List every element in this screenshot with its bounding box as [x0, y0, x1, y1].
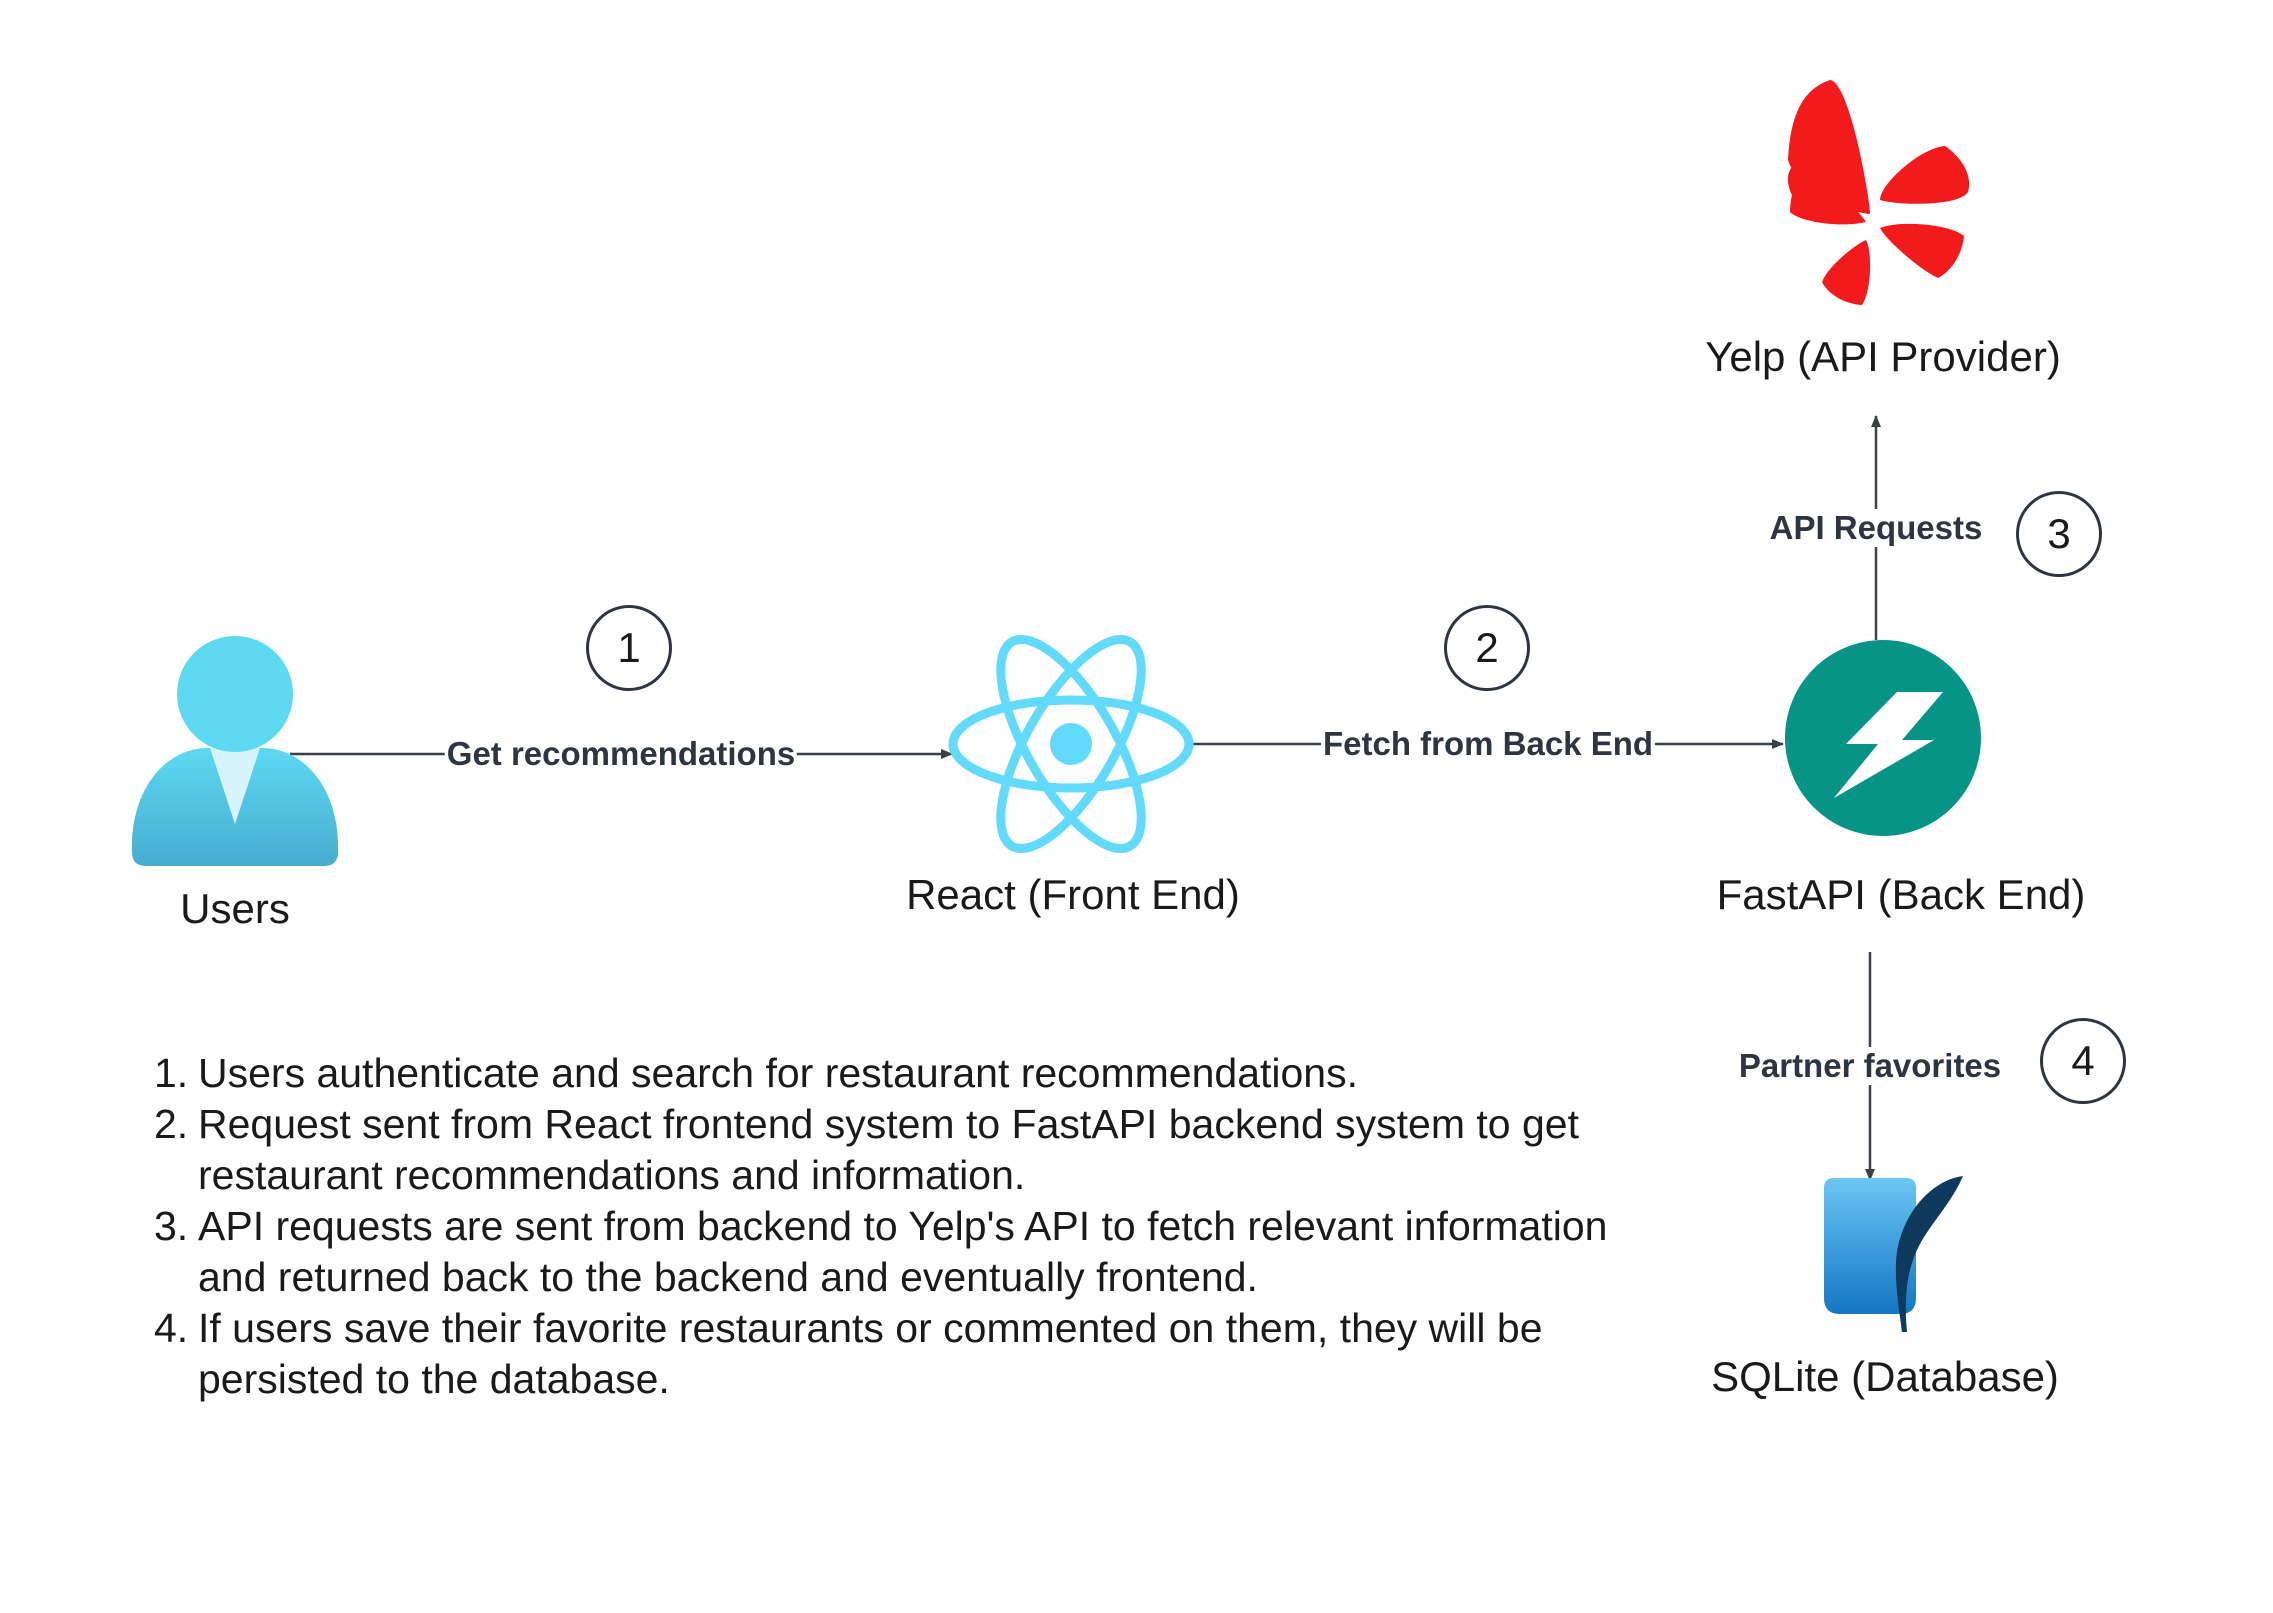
fastapi-logo-icon — [1785, 640, 1981, 836]
fastapi-label: FastAPI (Back End) — [1716, 871, 2086, 918]
sqlite-label: SQLite (Database) — [1711, 1353, 2059, 1400]
edge-label-fetch-from-back-end: Fetch from Back End — [1320, 725, 1656, 763]
edge-label-partner-favorites: Partner favorites — [1736, 1047, 2004, 1085]
list-item: 4. If users save their favorite restaura… — [154, 1305, 1543, 1402]
step-badge-4: 4 — [2040, 1018, 2126, 1104]
step-badge-2: 2 — [1444, 605, 1530, 691]
list-item: 1. Users authenticate and search for res… — [154, 1050, 1358, 1096]
users-label: Users — [180, 885, 290, 932]
react-logo-icon — [948, 634, 1194, 854]
edge-label-api-requests: API Requests — [1767, 509, 1985, 547]
edge-label-get-recommendations: Get recommendations — [444, 735, 798, 773]
user-icon — [131, 636, 339, 866]
list-item: 2. Request sent from React frontend syst… — [154, 1101, 1579, 1198]
yelp-label: Yelp (API Provider) — [1705, 333, 2061, 380]
yelp-logo-icon — [1787, 80, 1970, 305]
list-item: 3. API requests are sent from backend to… — [154, 1203, 1608, 1300]
step-badge-1: 1 — [586, 605, 672, 691]
process-notes-list: 1. Users authenticate and search for res… — [150, 1048, 1630, 1405]
step-badge-3: 3 — [2016, 491, 2102, 577]
react-label: React (Front End) — [906, 871, 1240, 918]
sqlite-logo-icon — [1824, 1176, 1963, 1332]
